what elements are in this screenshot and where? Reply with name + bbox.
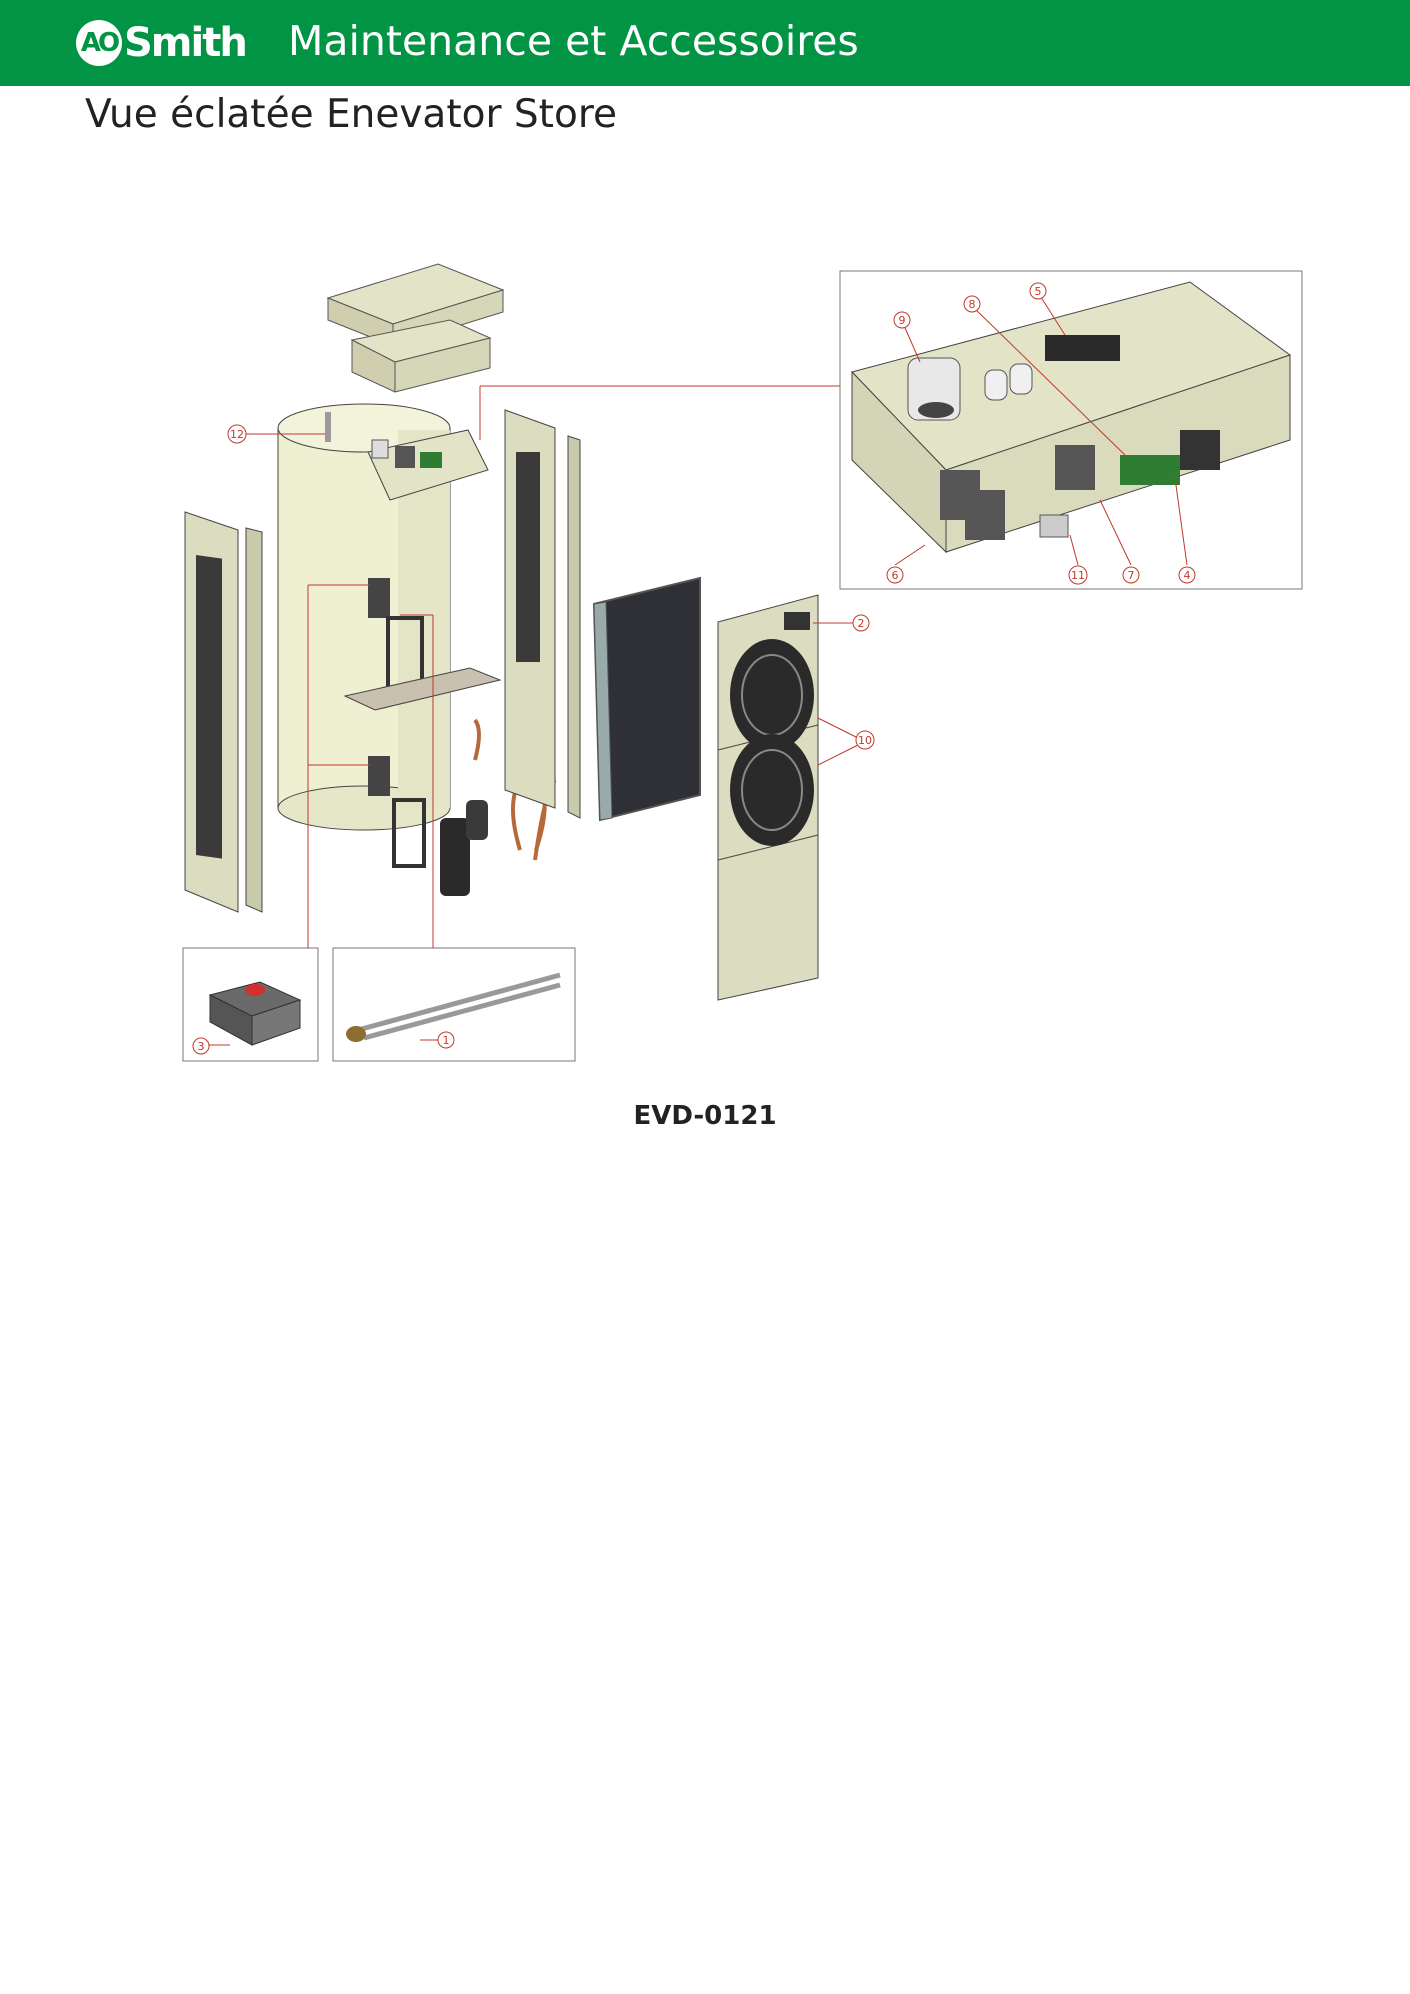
callout-1: 1 [437, 1031, 455, 1049]
right-side-panel [504, 409, 581, 819]
electrical-detail-box [839, 270, 1303, 590]
heating-element-detail-box [332, 947, 576, 1062]
ao-smith-logo: AO Smith [76, 20, 248, 66]
svg-text:2: 2 [858, 617, 865, 630]
left-side-panel [184, 511, 263, 913]
callout-7: 7 [1122, 566, 1140, 584]
svg-text:10: 10 [858, 734, 872, 747]
logo-word: Smith [124, 20, 248, 66]
header-bar: AO Smith Maintenance et Accessoires [0, 0, 1410, 86]
drawing-code: EVD-0121 [633, 1101, 777, 1131]
callout-8: 8 [963, 295, 981, 313]
top-insulation [350, 319, 492, 393]
control-box [367, 429, 489, 501]
callout-11: 11 [1068, 565, 1088, 585]
svg-text:6: 6 [892, 569, 899, 582]
callout-9: 9 [893, 311, 911, 329]
callout-5: 5 [1029, 282, 1047, 300]
svg-text:3: 3 [198, 1040, 205, 1053]
callout-2: 2 [852, 614, 870, 632]
svg-text:9: 9 [899, 314, 906, 327]
front-panel [717, 594, 819, 1001]
callout-6: 6 [886, 566, 904, 584]
callout-3: 3 [192, 1037, 210, 1055]
svg-text:5: 5 [1035, 285, 1042, 298]
logo-mark: AO [76, 20, 122, 66]
svg-text:7: 7 [1128, 569, 1135, 582]
callout-12: 12 [227, 424, 247, 444]
callout-4: 4 [1178, 566, 1196, 584]
svg-text:11: 11 [1071, 569, 1085, 582]
callout-10: 10 [855, 730, 875, 750]
svg-text:1: 1 [443, 1034, 450, 1047]
evaporator-coil [592, 576, 701, 822]
page-title: Vue éclatée Enevator Store [85, 92, 617, 137]
storage-tank [277, 403, 502, 868]
svg-text:8: 8 [969, 298, 976, 311]
leader-lines [200, 293, 1188, 1046]
header-title: Maintenance et Accessoires [288, 17, 859, 65]
svg-text:12: 12 [230, 428, 244, 441]
callout-markers: 1 2 3 4 5 6 7 8 [192, 282, 1196, 1055]
svg-text:4: 4 [1184, 569, 1191, 582]
